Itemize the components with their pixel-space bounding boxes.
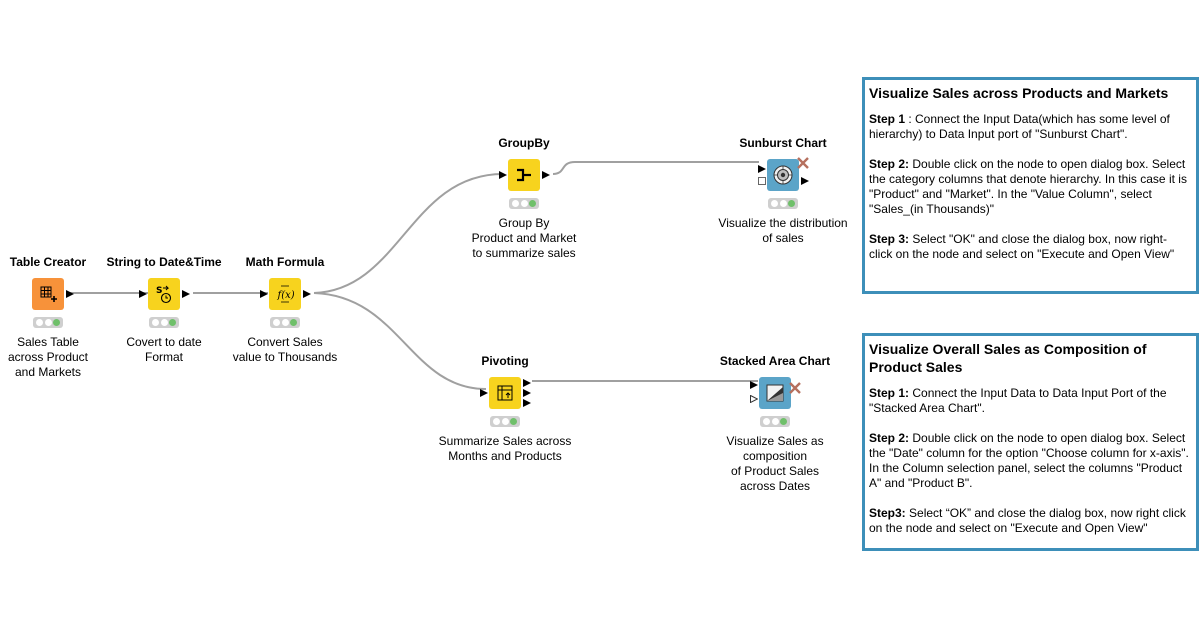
input-port[interactable] [499, 171, 507, 179]
svg-text:f(x): f(x) [277, 290, 295, 301]
table-icon [32, 278, 64, 310]
warning-x-icon [789, 382, 801, 394]
status-traffic-light [768, 198, 798, 209]
output-port[interactable] [182, 290, 190, 298]
annotation-stacked-area-instructions[interactable]: Visualize Overall Sales as Composition o… [862, 333, 1199, 551]
area-chart-icon [759, 377, 791, 409]
node-description: Sales Table across Product and Markets [7, 335, 89, 379]
status-traffic-light [509, 198, 539, 209]
node-title: Math Formula [245, 255, 325, 269]
node-sunburst-chart[interactable]: Sunburst Chart Visualize the distributio… [683, 136, 883, 246]
annotation-sunburst-instructions[interactable]: Visualize Sales across Products and Mark… [862, 77, 1199, 294]
node-pivoting[interactable]: Pivoting Summarize Sales across Months a… [405, 354, 605, 464]
input-port[interactable] [480, 389, 488, 397]
status-traffic-light [760, 416, 790, 427]
output-port[interactable] [303, 290, 311, 298]
connection-math-to-pivoting[interactable] [313, 292, 487, 390]
node-description: Group By Product and Market to summarize… [471, 216, 577, 260]
color-input-port[interactable] [750, 395, 758, 403]
formula-icon: f(x) [269, 278, 301, 310]
sunburst-icon [767, 159, 799, 191]
annotation-step: Step 1: Connect the Input Data to Data I… [869, 386, 1167, 415]
node-title: Stacked Area Chart [719, 354, 831, 368]
output-port-1[interactable] [523, 379, 531, 387]
node-table-creator[interactable]: Table Creator Sales Table across Product… [0, 255, 148, 380]
annotation-step: Step 3: Select "OK" and close the dialog… [869, 232, 1175, 261]
output-port[interactable] [542, 171, 550, 179]
output-port-2[interactable] [523, 389, 531, 397]
pivot-icon [489, 377, 521, 409]
output-port-3[interactable] [523, 399, 531, 407]
input-port[interactable] [139, 290, 147, 298]
connection-math-to-groupby[interactable] [313, 173, 504, 294]
warning-x-icon [797, 157, 809, 169]
annotation-step: Step 2: Double click on the node to open… [869, 431, 1189, 490]
node-title: GroupBy [498, 136, 550, 150]
status-traffic-light [270, 317, 300, 328]
status-traffic-light [490, 416, 520, 427]
node-description: Visualize Sales as composition of Produc… [726, 434, 824, 493]
status-traffic-light [33, 317, 63, 328]
input-port[interactable] [260, 290, 268, 298]
node-title: Pivoting [481, 354, 529, 368]
node-math-formula[interactable]: Math Formula f(x) Convert Sales value to… [185, 255, 385, 365]
node-description: Visualize the distribution of sales [718, 216, 848, 245]
annotation-title: Visualize Sales across Products and Mark… [869, 85, 1169, 101]
connection-groupby-to-sunburst[interactable] [552, 161, 759, 175]
node-groupby[interactable]: GroupBy Group By Product and Market to s… [424, 136, 624, 261]
output-port[interactable] [66, 290, 74, 298]
node-stacked-area-chart[interactable]: Stacked Area Chart Visualize Sales as co… [675, 354, 875, 494]
node-string-to-date[interactable]: String to Date&Time S Covert to date For… [64, 255, 264, 365]
groupby-icon [508, 159, 540, 191]
node-description: Covert to date Format [126, 335, 202, 364]
output-port[interactable] [801, 177, 809, 185]
node-title: String to Date&Time [106, 255, 222, 269]
node-title: Sunburst Chart [739, 136, 827, 150]
svg-text:S: S [156, 286, 162, 296]
status-traffic-light [149, 317, 179, 328]
node-title: Table Creator [9, 255, 87, 269]
data-input-port[interactable] [750, 381, 758, 389]
node-description: Convert Sales value to Thousands [232, 335, 338, 364]
node-description: Summarize Sales across Months and Produc… [438, 434, 572, 463]
annotation-step: Step 2: Double click on the node to open… [869, 157, 1187, 216]
annotation-step: Step 1 : Connect the Input Data(which ha… [869, 112, 1170, 141]
string-to-date-icon: S [148, 278, 180, 310]
annotation-step: Step3: Select “OK” and close the dialog … [869, 506, 1186, 535]
image-input-port[interactable] [758, 177, 766, 185]
data-input-port[interactable] [758, 165, 766, 173]
annotation-title: Visualize Overall Sales as Composition o… [869, 341, 1147, 375]
